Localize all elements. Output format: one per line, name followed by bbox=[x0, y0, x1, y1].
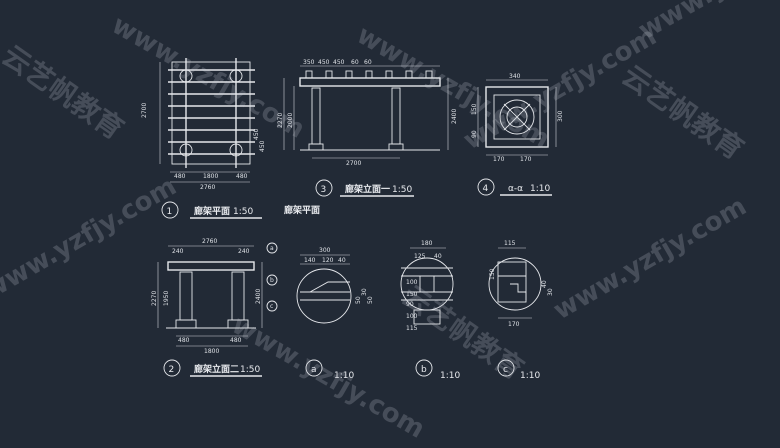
column-right bbox=[392, 88, 400, 144]
dim-text: 125 bbox=[414, 253, 426, 260]
dim-text: 2760 bbox=[202, 238, 217, 245]
view-subtitle: 廊架平面 bbox=[284, 204, 320, 216]
dim-text: 240 bbox=[172, 248, 184, 255]
dim-text: 150 bbox=[489, 268, 496, 280]
dim-text: 115 bbox=[504, 240, 516, 247]
view-number: 4 bbox=[483, 184, 489, 194]
dim-text: 30 bbox=[361, 288, 368, 296]
dim-text: 240 bbox=[238, 248, 250, 255]
column-base bbox=[389, 144, 403, 150]
dim-text: 170 bbox=[493, 156, 505, 163]
dim-text: 180 bbox=[421, 240, 433, 247]
detail-c-view: 115 150 40 30 170 bbox=[489, 240, 554, 328]
dim-text: 450 bbox=[253, 128, 260, 140]
view-number: 3 bbox=[321, 185, 327, 195]
watermark-url: www.yzfjy.com bbox=[634, 0, 780, 46]
dim-text: 1800 bbox=[203, 173, 218, 180]
watermark-url: www.yzfjy.com bbox=[227, 310, 430, 444]
detail-a-view: 300 140 120 40 50 30 50 bbox=[297, 247, 374, 323]
view-title: 廊架平面 bbox=[194, 205, 230, 217]
watermark-brand: 云艺帆教育 bbox=[0, 39, 130, 146]
view-1-title: 1 廊架平面 1:50 廊架平面 bbox=[162, 202, 320, 218]
dim-text: 2700 bbox=[346, 160, 361, 167]
view-4-title: 4 α-α 1:10 bbox=[478, 179, 552, 195]
dim-text: 115 bbox=[406, 325, 418, 332]
dim-text: 2700 bbox=[141, 103, 148, 118]
column-base bbox=[176, 320, 196, 328]
view-title: α-α bbox=[508, 184, 523, 194]
column-left bbox=[180, 272, 192, 320]
dim-text: 40 bbox=[434, 253, 442, 260]
dim-text: 1800 bbox=[204, 348, 219, 355]
detail-b-title: b 1:10 bbox=[416, 360, 460, 381]
dim-text: 30 bbox=[547, 288, 554, 296]
dim-text: 120 bbox=[322, 257, 334, 264]
detail-marker-label: b bbox=[270, 277, 274, 284]
view-2-title: 2 廊架立面二 1:50 bbox=[164, 360, 262, 376]
watermark-url: www.yzfjy.com bbox=[0, 171, 182, 306]
detail-scale: 1:10 bbox=[440, 371, 460, 381]
dim-text: 1950 bbox=[163, 291, 170, 306]
watermark-url: www.yzfjy.com bbox=[549, 191, 752, 326]
dim-text: 450 bbox=[333, 59, 345, 66]
view-3-title: 3 廊架立面一 1:50 bbox=[316, 180, 414, 196]
view-scale: 1:50 bbox=[392, 185, 412, 195]
dim-text: 300 bbox=[557, 110, 564, 122]
dim-text: 170 bbox=[508, 321, 520, 328]
column-left bbox=[312, 88, 320, 144]
dim-text: 340 bbox=[509, 73, 521, 80]
dim-text: 450 bbox=[259, 140, 266, 152]
dim-text: 60 bbox=[364, 59, 372, 66]
dim-text: 450 bbox=[318, 59, 330, 66]
detail-scale: 1:10 bbox=[520, 371, 540, 381]
dim-text: 140 bbox=[304, 257, 316, 264]
dim-text: 60 bbox=[351, 59, 359, 66]
dim-text: 300 bbox=[319, 247, 331, 254]
view-number: 2 bbox=[169, 365, 175, 375]
view-number: 1 bbox=[167, 207, 173, 217]
dim-text: 40 bbox=[541, 280, 548, 288]
view-title: 廊架立面二 bbox=[194, 363, 239, 375]
dim-text: 2760 bbox=[200, 184, 215, 191]
dim-text: 480 bbox=[236, 173, 248, 180]
dim-text: 50 bbox=[367, 296, 374, 304]
view-scale: 1:50 bbox=[240, 365, 260, 375]
detail-marker-label: a bbox=[270, 245, 274, 252]
detail-circle bbox=[297, 269, 351, 323]
dim-text: 50 bbox=[355, 296, 362, 304]
detail-letter: b bbox=[421, 365, 427, 375]
dim-text: 350 bbox=[303, 59, 315, 66]
dim-text: 480 bbox=[174, 173, 186, 180]
detail-marker-label: c bbox=[270, 303, 273, 310]
view-scale: 1:10 bbox=[530, 184, 550, 194]
watermark-brand: 云艺帆教育 bbox=[616, 59, 750, 166]
watermark-url: www.yzfjy.com bbox=[107, 10, 310, 145]
view-title: 廊架立面一 bbox=[345, 183, 390, 195]
dim-text: 40 bbox=[338, 257, 346, 264]
dim-text: 2400 bbox=[255, 289, 262, 304]
dim-text: 2400 bbox=[451, 109, 458, 124]
dim-text: 2270 bbox=[151, 291, 158, 306]
view-scale: 1:50 bbox=[233, 207, 253, 217]
dim-text: 170 bbox=[520, 156, 532, 163]
column-base bbox=[309, 144, 323, 150]
top-beam bbox=[168, 262, 254, 270]
dim-text: 480 bbox=[178, 337, 190, 344]
